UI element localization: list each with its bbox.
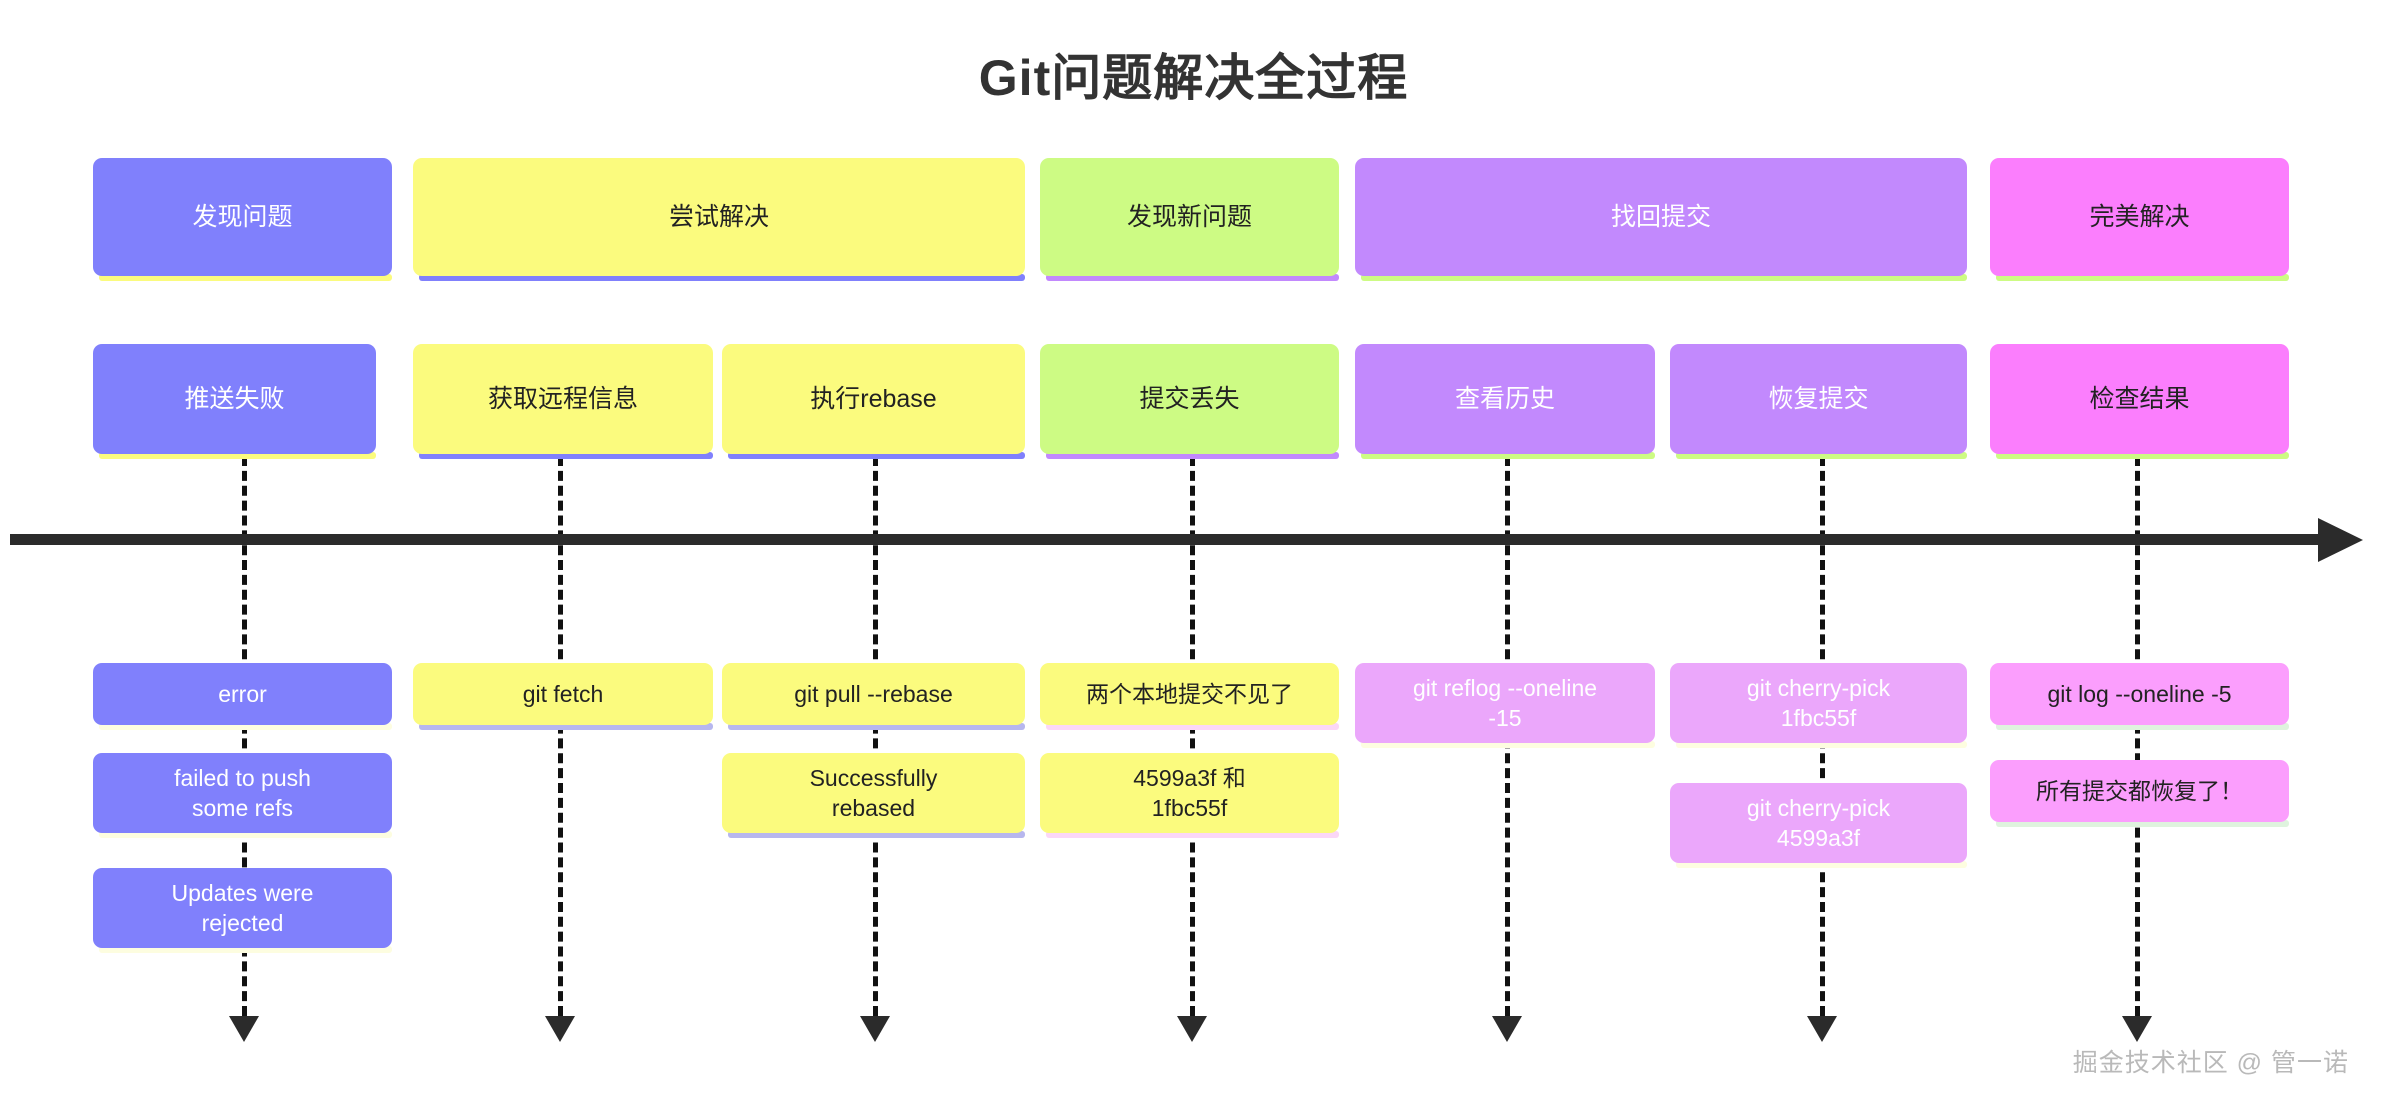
detail-card-2-label: Updates were rejected: [171, 879, 314, 936]
phase-card-0[interactable]: 发现问题: [93, 158, 392, 276]
phase-card-3-label: 找回提交: [1610, 202, 1711, 231]
phase-card-0-underline: [99, 274, 392, 281]
detail-card-8[interactable]: git reflog --oneline -15: [1355, 663, 1655, 743]
detail-card-8-label: git reflog --oneline -15: [1412, 674, 1598, 731]
detail-card-11-label: git log --oneline -5: [2047, 680, 2232, 707]
stage-card-1-label: 获取远程信息: [487, 384, 638, 413]
connector-arrow-icon-6: [2122, 1016, 2152, 1042]
detail-card-6-underline: [1046, 723, 1339, 730]
stage-card-1-underline: [419, 452, 713, 459]
page-title: Git问题解决全过程: [978, 50, 1409, 106]
detail-card-1-label: failed to push some refs: [174, 764, 311, 821]
stage-card-2-label: 执行rebase: [810, 384, 937, 413]
stage-card-5[interactable]: 恢复提交: [1670, 344, 1967, 454]
stage-card-1[interactable]: 获取远程信息: [413, 344, 713, 454]
detail-card-9-label: git cherry-pick 1fbc55f: [1746, 674, 1891, 731]
detail-card-10-label: git cherry-pick 4599a3f: [1746, 794, 1891, 851]
detail-card-3-label: git fetch: [522, 680, 604, 707]
connector-line-2: [873, 456, 878, 1016]
detail-card-5-label: Successfully rebased: [809, 764, 938, 821]
connector-line-6: [2135, 456, 2140, 1016]
stage-card-4[interactable]: 查看历史: [1355, 344, 1655, 454]
connector-line-3: [1190, 456, 1195, 1016]
detail-card-1-underline: [99, 831, 392, 838]
stage-card-2-underline: [728, 452, 1025, 459]
phase-card-1[interactable]: 尝试解决: [413, 158, 1025, 276]
stage-card-5-underline: [1676, 452, 1967, 459]
detail-card-8-underline: [1361, 741, 1655, 748]
phase-card-3[interactable]: 找回提交: [1355, 158, 1967, 276]
stage-card-6-underline: [1996, 452, 2289, 459]
stage-card-3[interactable]: 提交丢失: [1040, 344, 1339, 454]
detail-card-4-underline: [728, 723, 1025, 730]
detail-card-1[interactable]: failed to push some refs: [93, 753, 392, 833]
detail-card-7-underline: [1046, 831, 1339, 838]
timeline-axis: [10, 534, 2330, 545]
detail-card-10-underline: [1676, 861, 1967, 868]
phase-card-1-underline: [419, 274, 1025, 281]
stage-card-0-label: 推送失败: [184, 384, 285, 413]
detail-card-12-underline: [1996, 820, 2289, 827]
stage-card-2[interactable]: 执行rebase: [722, 344, 1025, 454]
phase-card-4-underline: [1996, 274, 2289, 281]
connector-arrow-icon-4: [1492, 1016, 1522, 1042]
stage-card-3-underline: [1046, 452, 1339, 459]
detail-card-11-underline: [1996, 723, 2289, 730]
detail-card-0-label: error: [218, 680, 267, 707]
detail-card-10[interactable]: git cherry-pick 4599a3f: [1670, 783, 1967, 863]
stage-card-4-label: 查看历史: [1454, 384, 1555, 413]
phase-card-2[interactable]: 发现新问题: [1040, 158, 1339, 276]
detail-card-6-label: 两个本地提交不见了: [1086, 680, 1293, 707]
stage-card-4-underline: [1361, 452, 1655, 459]
stage-card-6-label: 检查结果: [2089, 384, 2190, 413]
phase-card-2-label: 发现新问题: [1126, 202, 1252, 231]
detail-card-5-underline: [728, 831, 1025, 838]
detail-card-2[interactable]: Updates were rejected: [93, 868, 392, 948]
detail-card-12[interactable]: 所有提交都恢复了！: [1990, 760, 2289, 822]
phase-card-2-underline: [1046, 274, 1339, 281]
connector-line-0: [242, 456, 247, 1016]
stage-card-0[interactable]: 推送失败: [93, 344, 376, 454]
watermark: 掘金技术社区 @ 管一诺: [2072, 1049, 2349, 1077]
detail-card-4-label: git pull --rebase: [794, 680, 953, 707]
detail-card-3-underline: [419, 723, 713, 730]
connector-arrow-icon-0: [229, 1016, 259, 1042]
connector-arrow-icon-3: [1177, 1016, 1207, 1042]
phase-card-0-label: 发现问题: [192, 202, 293, 231]
phase-card-3-underline: [1361, 274, 1967, 281]
detail-card-12-label: 所有提交都恢复了！: [2036, 777, 2243, 804]
stage-card-0-underline: [99, 452, 376, 459]
connector-arrow-icon-1: [545, 1016, 575, 1042]
timeline-arrow-icon: [2318, 518, 2363, 562]
detail-card-0[interactable]: error: [93, 663, 392, 725]
detail-card-4[interactable]: git pull --rebase: [722, 663, 1025, 725]
phase-card-4-label: 完美解决: [2089, 202, 2190, 231]
detail-card-11[interactable]: git log --oneline -5: [1990, 663, 2289, 725]
detail-card-2-underline: [99, 946, 392, 953]
detail-card-7-label: 4599a3f 和 1fbc55f: [1133, 764, 1246, 821]
detail-card-7[interactable]: 4599a3f 和 1fbc55f: [1040, 753, 1339, 833]
detail-card-3[interactable]: git fetch: [413, 663, 713, 725]
stage-card-5-label: 恢复提交: [1768, 384, 1869, 413]
connector-arrow-icon-5: [1807, 1016, 1837, 1042]
stage-card-6[interactable]: 检查结果: [1990, 344, 2289, 454]
detail-card-9[interactable]: git cherry-pick 1fbc55f: [1670, 663, 1967, 743]
phase-card-1-label: 尝试解决: [668, 202, 769, 231]
detail-card-9-underline: [1676, 741, 1967, 748]
phase-card-4[interactable]: 完美解决: [1990, 158, 2289, 276]
detail-card-6[interactable]: 两个本地提交不见了: [1040, 663, 1339, 725]
connector-arrow-icon-2: [860, 1016, 890, 1042]
detail-card-0-underline: [99, 723, 392, 730]
connector-line-1: [558, 456, 563, 1016]
stage-card-3-label: 提交丢失: [1139, 384, 1240, 413]
detail-card-5[interactable]: Successfully rebased: [722, 753, 1025, 833]
